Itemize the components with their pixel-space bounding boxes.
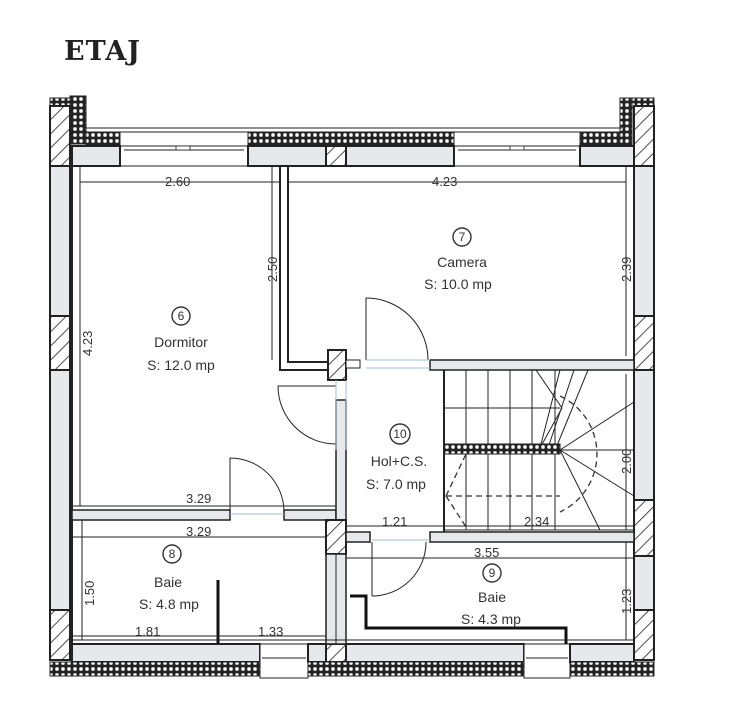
room-area: S: 12.0 mp (147, 357, 215, 373)
room-number: 9 (489, 566, 496, 580)
room-baie-8: 8 Baie S: 4.8 mp (139, 544, 199, 612)
room-hol: 10 Hol+C.S. S: 7.0 mp (366, 423, 427, 492)
room-number-badge (389, 423, 411, 445)
room-number: 6 (178, 309, 185, 323)
room-area: S: 4.3 mp (461, 611, 521, 627)
door-baie-8 (229, 457, 285, 520)
room-number: 10 (393, 427, 407, 441)
dim-dormitor-bottom: 3.29 (186, 491, 211, 506)
room-name: Baie (154, 574, 182, 590)
door-baie-9 (371, 539, 430, 597)
dim-stair-width: 2.34 (524, 514, 549, 529)
room-camera: 7 Camera S: 10.0 mp (424, 227, 492, 292)
dim-dormitor-partition: 2.50 (265, 257, 280, 282)
dim-baie8-top: 3.29 (186, 524, 211, 539)
door-camera (365, 297, 430, 369)
dim-hol-width: 1.21 (382, 514, 407, 529)
exterior-wall-bottom (49, 643, 655, 679)
room-number-badge (162, 544, 182, 564)
room-area: S: 4.8 mp (139, 596, 199, 612)
room-number-badge (452, 227, 472, 247)
dim-stair-height: 2.00 (619, 449, 634, 474)
exterior-wall-right (633, 105, 655, 661)
room-area: S: 7.0 mp (366, 476, 426, 492)
room-name: Camera (437, 254, 487, 270)
dim-baie8-height: 1.50 (82, 581, 97, 606)
dim-baie9-width: 3.55 (474, 545, 499, 560)
room-name: Baie (478, 589, 506, 605)
exterior-wall-top (49, 95, 655, 167)
door-dormitor (277, 380, 347, 450)
room-number: 8 (169, 547, 176, 561)
floor-title: ETAJ (64, 36, 141, 67)
room-baie-9: 9 Baie S: 4.3 mp (461, 563, 521, 627)
exterior-wall-left (49, 105, 73, 661)
room-name: Hol+C.S. (371, 453, 427, 469)
staircase (443, 369, 635, 531)
dim-dormitor-height: 4.23 (80, 331, 95, 356)
dim-camera-width: 4.23 (432, 174, 457, 189)
interior-walls (71, 166, 635, 645)
room-number: 7 (459, 230, 466, 244)
room-dormitor: 6 Dormitor S: 12.0 mp (147, 306, 215, 373)
room-area: S: 10.0 mp (424, 276, 492, 292)
room-name: Dormitor (154, 334, 208, 350)
dim-baie8-bottom-right: 1.33 (258, 624, 283, 639)
dim-camera-height: 2.39 (619, 257, 634, 282)
room-number-badge (482, 563, 502, 583)
dim-baie9-height: 1.23 (619, 589, 634, 614)
room-number-badge (171, 306, 191, 326)
dimension-lines (72, 166, 634, 640)
dim-baie8-bottom-left: 1.81 (135, 624, 160, 639)
dim-dormitor-width: 2.60 (165, 174, 190, 189)
